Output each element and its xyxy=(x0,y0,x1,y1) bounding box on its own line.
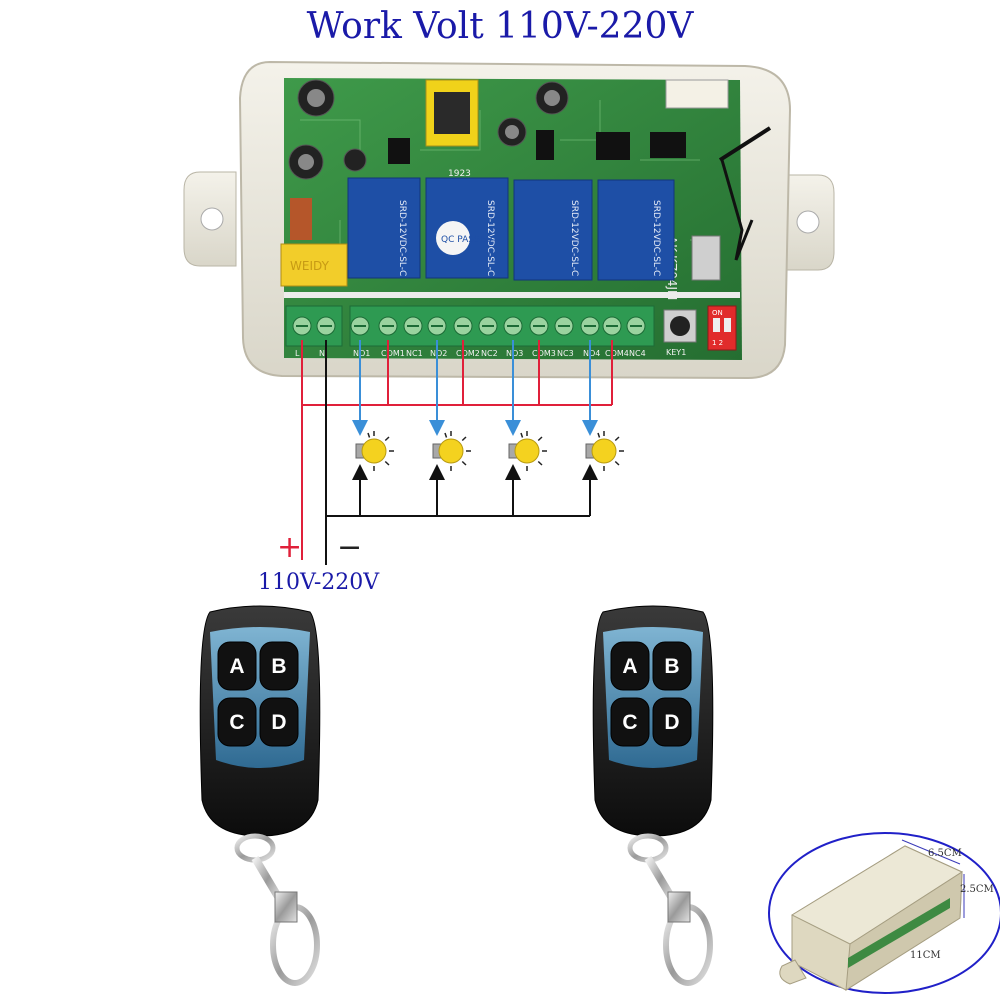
remote-button-b xyxy=(652,641,692,691)
terminal-label: COM1 xyxy=(381,349,405,358)
wiring xyxy=(301,340,613,565)
relay-2-model: SRD-12VDC-SL-C xyxy=(485,200,495,276)
terminal-label: COM4 xyxy=(605,349,629,358)
dip-numbers: 1 2 xyxy=(712,339,723,347)
keyring-icon xyxy=(627,833,713,986)
supply-voltage-label: 110V-220V xyxy=(258,570,380,595)
remote-button-label: D xyxy=(271,711,286,734)
plus-sign: + xyxy=(277,530,303,565)
terminal-label: NC2 xyxy=(481,349,498,358)
terminal-label: NC1 xyxy=(406,349,423,358)
remote-button-label: C xyxy=(229,711,244,734)
terminal-label: COM3 xyxy=(532,349,556,358)
remote-button-d xyxy=(652,697,692,747)
remote-button-label: B xyxy=(271,655,286,678)
relay-3-model: SRD-12VDC-SL-C xyxy=(569,200,579,276)
remote-button-label: C xyxy=(622,711,637,734)
terminal-block xyxy=(285,305,655,347)
remote-button-a xyxy=(217,641,257,691)
relay-4-model: SRD-12VDC-SL-C xyxy=(651,200,661,276)
terminal-label: N xyxy=(319,349,325,358)
bulb-icon xyxy=(508,431,547,471)
bulb-icon xyxy=(432,431,471,471)
terminal-label: NO1 xyxy=(353,349,370,358)
page-title: Work Volt 110V-220V xyxy=(306,6,694,47)
antenna xyxy=(718,126,772,162)
remote-control: A B C D xyxy=(199,605,321,986)
dimension-height: 2.5CM xyxy=(960,884,994,895)
relay-3 xyxy=(513,179,593,281)
dip-switch xyxy=(707,305,737,351)
remote-button-d xyxy=(259,697,299,747)
terminal-label: NC4 xyxy=(629,349,646,358)
key-label: KEY1 xyxy=(666,348,686,357)
receiver-module: AK-KZ04JM 1923 WEIDY SRD-12VDC-SL-C SRD-… xyxy=(183,60,835,380)
remote-button-b xyxy=(259,641,299,691)
date-code: 1923 xyxy=(448,169,471,179)
bulb-icon xyxy=(585,431,624,471)
remote-button-label: B xyxy=(664,655,679,678)
remote-button-label: A xyxy=(229,655,244,678)
minus-sign: − xyxy=(337,530,363,565)
remote-control: A B C D xyxy=(592,605,714,986)
capacitor-brand: WEIDY xyxy=(290,259,330,273)
terminal-label: NO4 xyxy=(583,349,600,358)
terminal-label: NO3 xyxy=(506,349,523,358)
dimension-length: 11CM xyxy=(910,950,941,961)
remote-button-label: A xyxy=(622,655,637,678)
remote-button-a xyxy=(610,641,650,691)
keyring-icon xyxy=(234,833,320,986)
relay-4 xyxy=(597,179,675,281)
bulb-icon xyxy=(355,431,394,471)
remote-button-c xyxy=(217,697,257,747)
remote-button-label: D xyxy=(664,711,679,734)
relay-1 xyxy=(347,177,421,279)
remote-button-c xyxy=(610,697,650,747)
dimension-width: 6.5CM xyxy=(928,848,962,859)
dimension-inset: 6.5CM 2.5CM 11CM xyxy=(768,832,1000,994)
dip-on-label: ON xyxy=(712,309,723,317)
relay-1-model: SRD-12VDC-SL-C xyxy=(397,200,407,276)
terminal-label: L xyxy=(295,349,300,358)
terminal-label: NO2 xyxy=(430,349,447,358)
terminal-label: COM2 xyxy=(456,349,480,358)
relay-bank: SRD-12VDC-SL-C SRD-12VDC-SL-C SRD-12VDC-… xyxy=(347,177,675,281)
qc-badge: QC PASSED xyxy=(441,235,492,245)
terminal-label: NC3 xyxy=(557,349,574,358)
